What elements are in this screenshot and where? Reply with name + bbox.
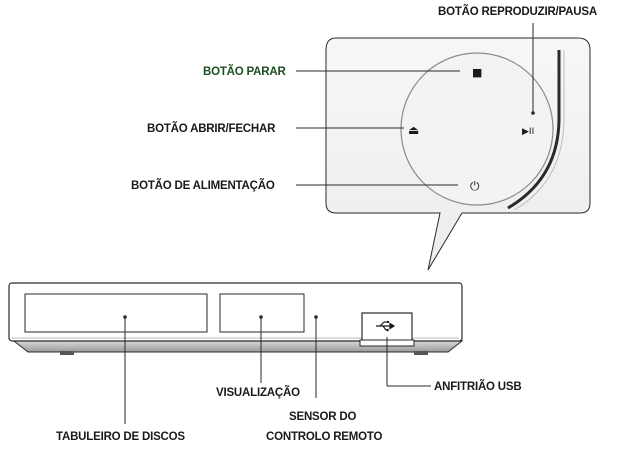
usb-icon — [376, 321, 396, 332]
eject-icon[interactable]: ⏏ — [408, 123, 419, 137]
disc-tray[interactable] — [24, 293, 208, 333]
panel-edge-curve — [507, 50, 561, 210]
leader-lines — [296, 23, 535, 186]
disc-tray-label: TABULEIRO DE DISCOS — [56, 431, 185, 443]
open-close-label: BOTÃO ABRIR/FECHAR — [147, 122, 276, 135]
control-ring — [400, 52, 554, 206]
remote-sensor-label-line1: SENSOR DO — [289, 411, 356, 423]
usb-host-label: ANFITRIÃO USB — [434, 380, 521, 393]
stop-label: BOTÃO PARAR — [203, 65, 286, 78]
remote-sensor-label-line2: CONTROLO REMOTO — [266, 431, 383, 443]
display-label: VISUALIZAÇÃO — [216, 386, 300, 399]
play-pause-label: BOTÃO REPRODUZIR/PAUSA — [438, 5, 597, 18]
power-icon[interactable]: ⏻ — [470, 179, 480, 193]
callout-panel — [325, 37, 591, 271]
stop-icon[interactable]: ■ — [472, 66, 482, 79]
bottom-leader-lines — [123, 315, 431, 424]
play-pause-icon[interactable]: ▶II — [522, 127, 534, 137]
power-label: BOTÃO DE ALIMENTAÇÃO — [131, 179, 275, 192]
display-window — [219, 293, 305, 333]
